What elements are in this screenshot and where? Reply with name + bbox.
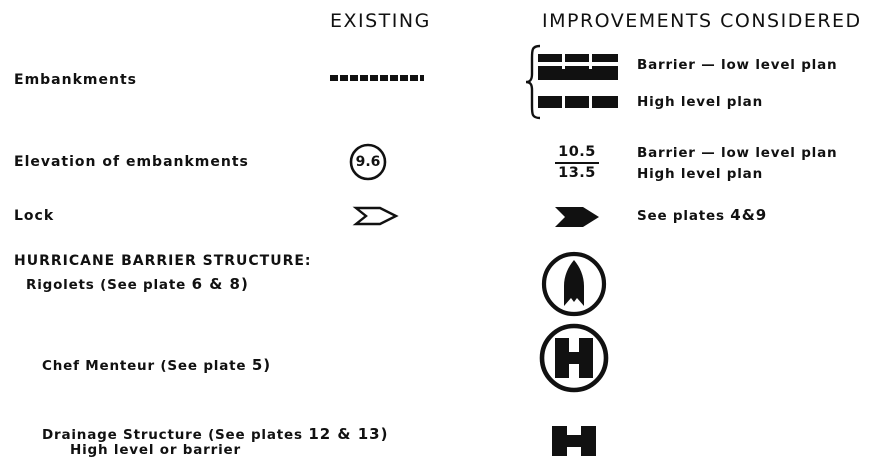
drainage-structure-sublabel: High level or barrier	[70, 442, 241, 458]
double-heavy-dashed-line-icon	[538, 54, 618, 80]
fraction-bar	[555, 162, 599, 164]
chef-menteur-plates: 5)	[251, 356, 272, 374]
rigolets-plates: 6 & 8)	[191, 275, 249, 293]
dashed-embankment-line-icon	[330, 75, 424, 81]
row-label-embankments: Embankments	[14, 72, 137, 88]
chef-menteur-label: Chef Menteur (See plate 5)	[42, 358, 271, 374]
solid-chevron-arrow-icon	[555, 207, 599, 227]
elevation-high-plan-label: High level plan	[637, 166, 763, 182]
row-label-elevation: Elevation of embankments	[14, 154, 249, 170]
row-label-lock: Lock	[14, 208, 55, 224]
drainage-structure-plates: 12 & 13)	[308, 425, 389, 443]
elevation-fraction: 10.5 13.5	[549, 144, 605, 181]
embankment-barrier-plan-label: Barrier — low level plan	[637, 57, 838, 73]
existing-elevation-circle-icon	[349, 143, 387, 181]
header-existing: EXISTING	[330, 10, 431, 32]
header-improvements-considered: IMPROVEMENTS CONSIDERED	[542, 10, 862, 32]
circle-with-pointed-arch-icon	[541, 251, 607, 317]
heavy-dashed-line-icon	[538, 96, 618, 108]
existing-elevation-value: 9.6	[355, 154, 381, 170]
rigolets-label-text: Rigolets (See plate	[26, 277, 187, 293]
high-elevation-value: 13.5	[558, 165, 596, 181]
drainage-structure-label-text: Drainage Structure (See plates	[42, 427, 303, 443]
brace-icon	[525, 44, 541, 120]
rigolets-label: Rigolets (See plate 6 & 8)	[26, 277, 249, 293]
hurricane-barrier-title: HURRICANE BARRIER STRUCTURE:	[14, 253, 312, 269]
drainage-structure-label: Drainage Structure (See plates 12 & 13)	[42, 427, 388, 443]
elevation-barrier-plan-label: Barrier — low level plan	[637, 145, 838, 161]
circle-with-h-icon	[539, 323, 609, 393]
lock-see-plates-label: See plates 4&9	[637, 208, 767, 224]
embankment-high-plan-label: High level plan	[637, 94, 763, 110]
barrier-elevation-value: 10.5	[558, 144, 596, 160]
lock-see-plates-text: See plates	[637, 208, 725, 224]
chef-menteur-label-text: Chef Menteur (See plate	[42, 358, 247, 374]
lock-plates-numbers: 4&9	[730, 206, 768, 224]
outline-chevron-arrow-icon	[352, 206, 399, 226]
solid-h-icon	[552, 426, 596, 456]
